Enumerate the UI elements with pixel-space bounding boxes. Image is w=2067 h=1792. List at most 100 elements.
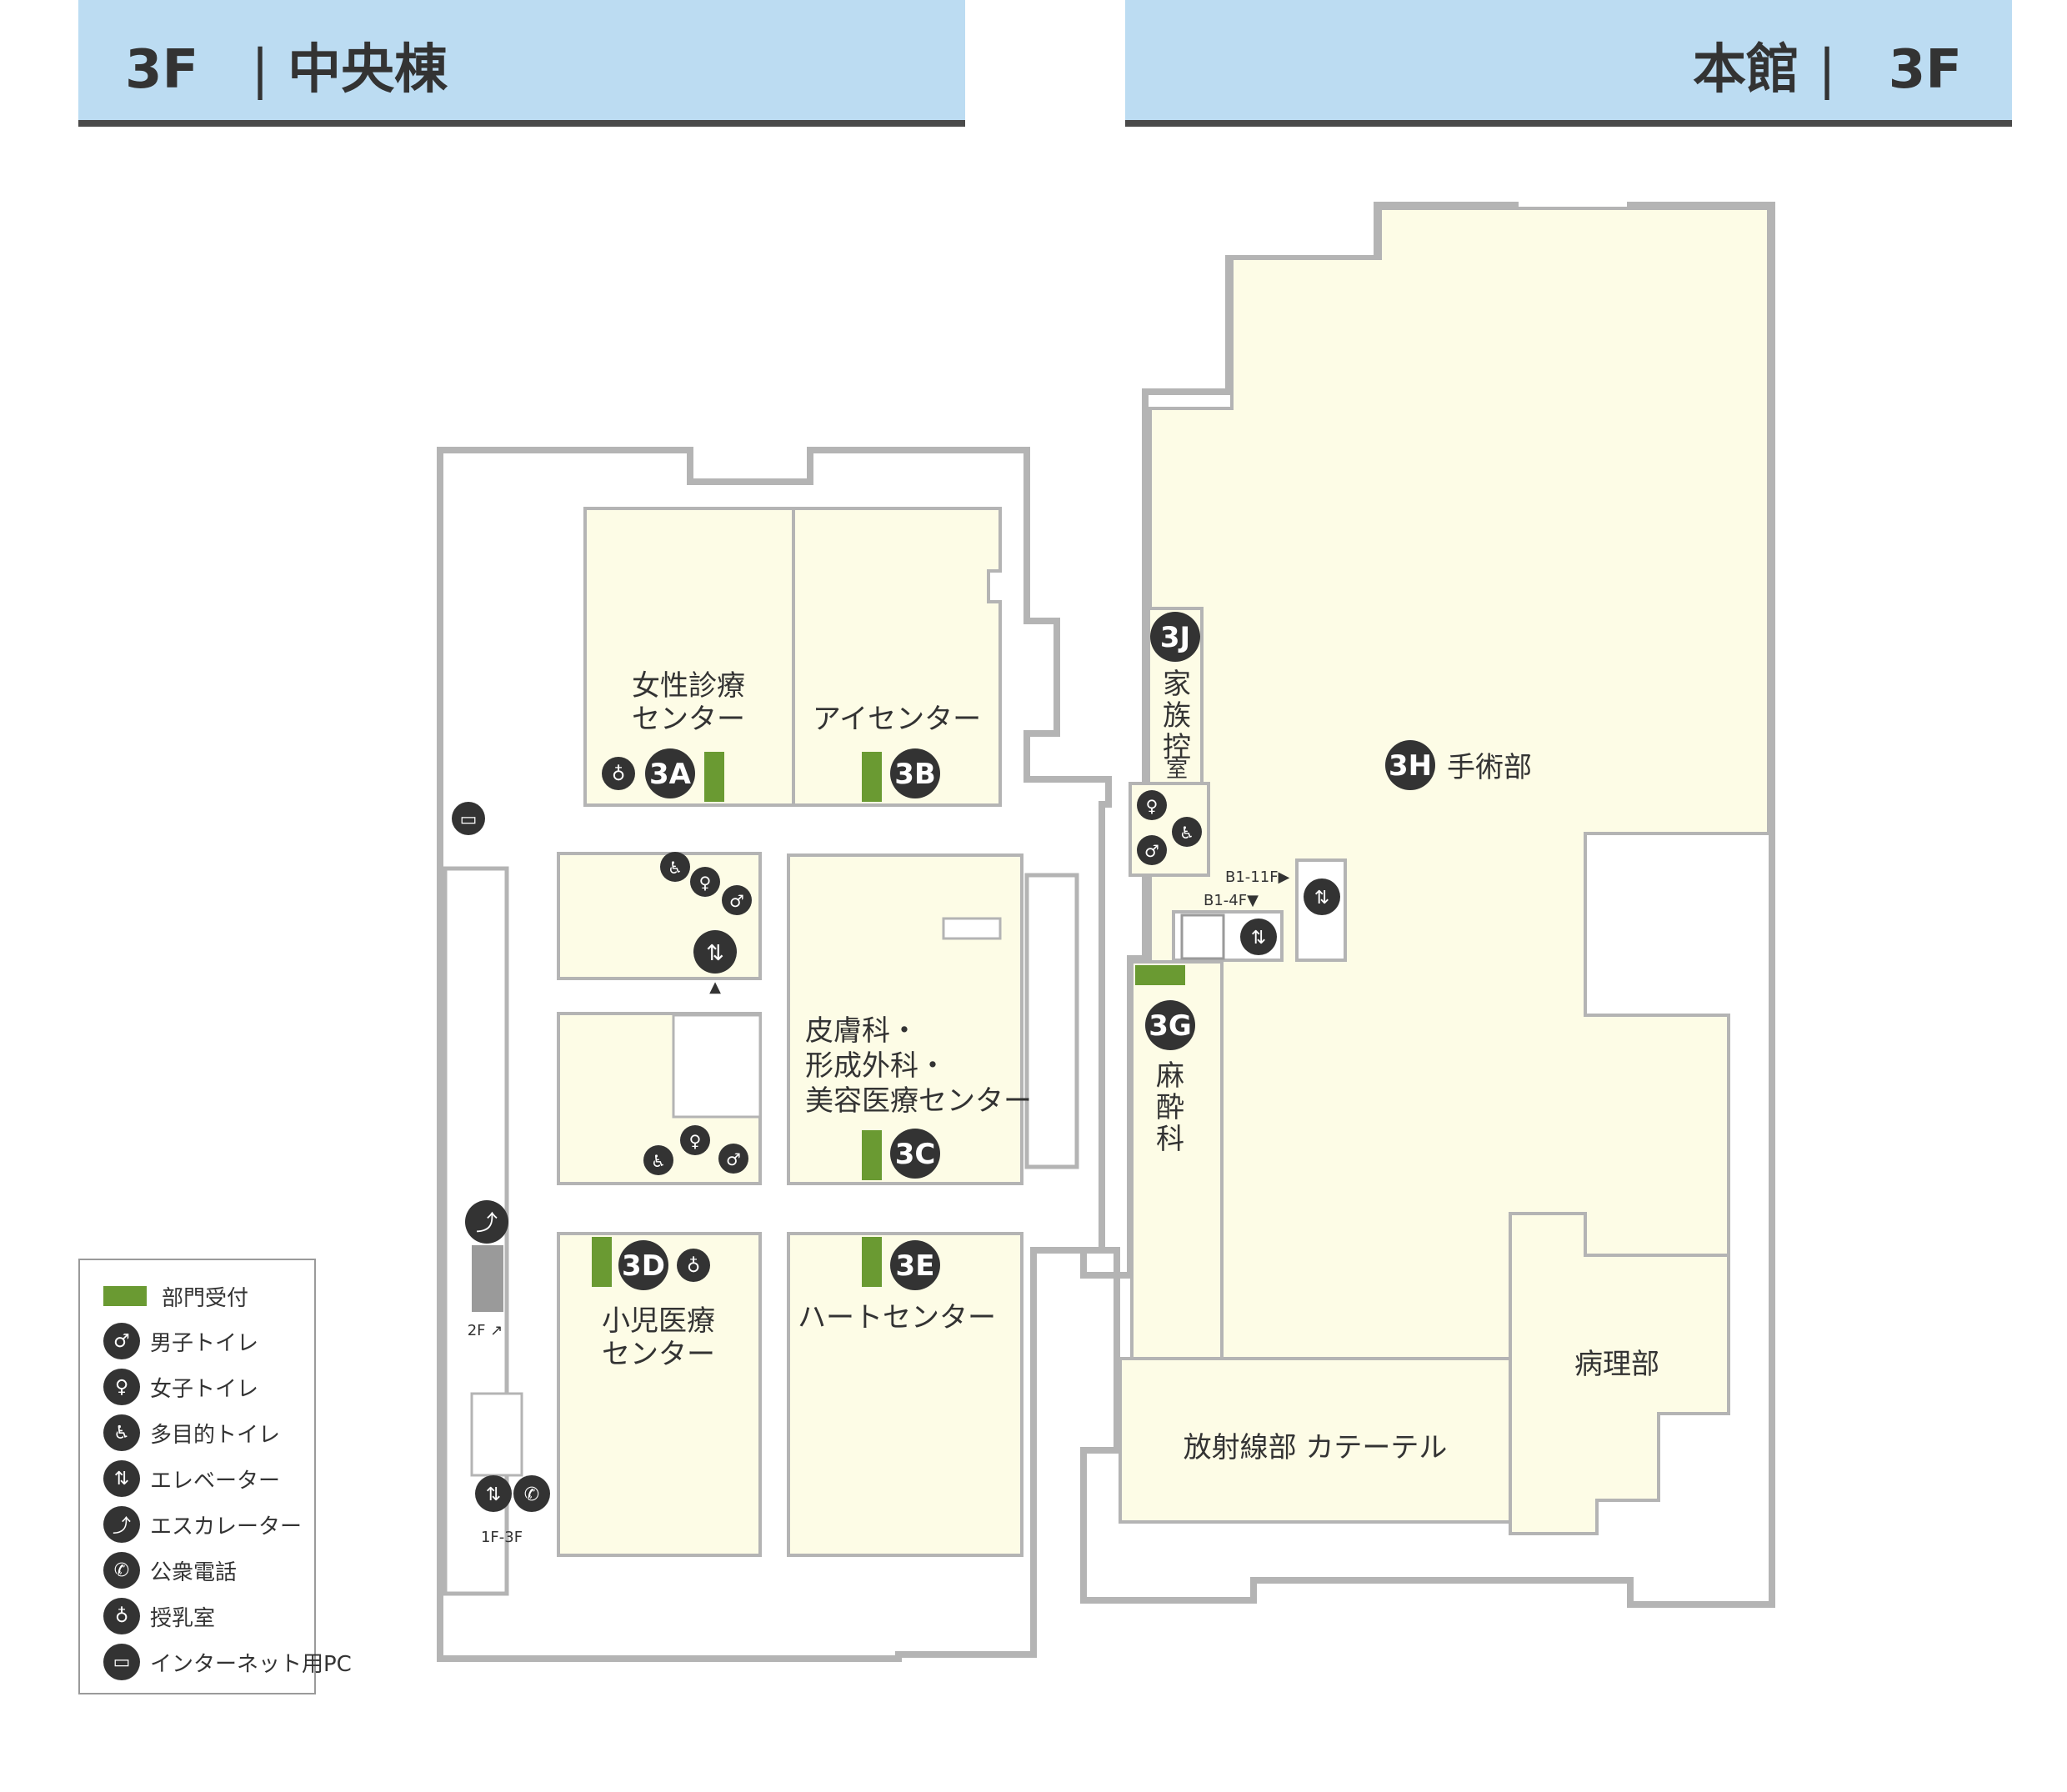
svg-text:♁: ♁ [687,1256,700,1277]
room-3h-name: 手術部 [1447,751,1532,784]
svg-text:⇅: ⇅ [1314,888,1329,909]
elevator-icon[interactable]: ⇅ [1240,919,1277,955]
room-3j-name-char3: 控 [1163,731,1191,764]
central-corridor-core [1024,873,1079,1169]
badge-3g-label: 3G [1149,1009,1192,1043]
room-3e-name: ハートセンター [798,1301,996,1334]
header-left-building: 中央棟 [288,39,448,101]
room-3d-name-line1: 小児医療 [602,1304,715,1338]
reception-3c [862,1130,882,1180]
reception-3g [1135,965,1185,985]
elevator-icon[interactable]: ⇅ [1304,878,1340,915]
legend-item-male-toilet: ♂ 男子トイレ [103,1322,258,1360]
room-3g-name-char1: 麻 [1156,1059,1184,1093]
room-3c-name-line2: 形成外科・ [805,1049,947,1083]
legend-item-accessible-toilet: ♿ 多目的トイレ [103,1414,280,1452]
svg-text:♀: ♀ [689,1131,702,1151]
legend-item-reception: 部門受付 [103,1277,248,1315]
badge-3c: 3C [890,1129,940,1179]
svg-text:♁: ♁ [612,764,625,785]
legend-label: 部門受付 [162,1285,249,1311]
escalator-icon[interactable]: ⤴ [465,1200,508,1244]
male-toilet-icon[interactable]: ♂ [718,1144,748,1174]
svg-text:♿: ♿ [668,858,683,878]
legend-label: 女子トイレ [150,1376,259,1402]
stairs-1f3f-label: 1F-3F [481,1529,523,1546]
room-radiology-name: 放射線部 カテーテル [1184,1431,1448,1464]
svg-text:♀: ♀ [1146,796,1159,816]
room-3e[interactable] [787,1232,1023,1557]
male-toilet-icon: ♂ [103,1323,140,1359]
legend-label: 男子トイレ [150,1330,259,1356]
nursing-room-icon: ♁ [103,1598,140,1634]
room-3a-name-line2: センター [632,703,745,736]
svg-text:⇅: ⇅ [486,1484,501,1505]
badge-3b-label: 3B [894,758,936,791]
male-toilet-icon[interactable]: ♂ [722,885,752,915]
badge-3a: 3A [645,748,695,798]
accessible-toilet-icon: ♿ [103,1414,140,1451]
badge-3a-label: 3A [649,758,692,791]
legend-label: インターネット用PC [150,1651,352,1677]
room-radiology[interactable] [1119,1357,1512,1524]
phone-icon: ✆ [103,1552,140,1589]
internet-pc-icon[interactable]: ▭ [452,802,485,835]
svg-text:♿: ♿ [1179,823,1194,843]
room-pathology[interactable] [1509,1212,1730,1535]
elevator-main-upper-label: B1-11F▶ [1225,868,1290,886]
reception-3a [704,752,724,802]
room-3c-name-line3: 美容医療センター [805,1084,1032,1118]
elevator-icon: ⇅ [103,1460,140,1497]
svg-text:♂: ♂ [1144,841,1159,861]
legend-item-escalator: ⤴ エスカレーター [103,1505,302,1544]
badge-3j: 3J [1150,612,1200,662]
escalator-2f-label: 2F ↗ [468,1322,503,1339]
room-3b-name: アイセンター [813,703,981,736]
female-toilet-icon[interactable]: ♀ [680,1125,710,1155]
female-toilet-icon[interactable]: ♀ [690,867,720,897]
header-banner-left: 3F | 中央棟 [78,0,965,127]
room-3g-name-char2: 酔 [1156,1091,1184,1124]
legend-label: エスカレーター [150,1514,303,1539]
header-left-floor: 3F [125,39,199,101]
svg-text:⤴: ⤴ [476,1211,498,1236]
badge-3b: 3B [890,748,940,798]
badge-3j-label: 3J [1160,621,1190,654]
elevator-icon[interactable]: ⇅ [475,1475,512,1512]
room-3d[interactable] [557,1232,762,1557]
escalator-icon: ⤴ [103,1506,140,1543]
badge-3h: 3H [1385,740,1435,790]
legend-label: 多目的トイレ [150,1422,281,1448]
stairs-1f3f [470,1392,523,1477]
room-3j-name-char4: 室 [1166,758,1188,783]
elevator-central-arrow: ▲ [709,979,721,996]
svg-text:⇅: ⇅ [706,941,724,966]
reception-3e [862,1237,882,1287]
room-3c-name-line1: 皮膚科・ [805,1014,918,1048]
legend: 部門受付 ♂ 男子トイレ ♀ 女子トイレ ♿ 多目的トイレ ⇅ エレベーター ⤴… [78,1259,352,1694]
phone-icon[interactable]: ✆ [513,1475,550,1512]
legend-item-female-toilet: ♀ 女子トイレ [103,1368,258,1406]
elevator-icon[interactable]: ⇅ [693,930,737,974]
accessible-toilet-icon[interactable]: ♿ [643,1145,673,1175]
internet-pc-icon: ▭ [103,1644,140,1680]
badge-3e: 3E [890,1240,940,1290]
room-3a[interactable] [583,507,795,807]
female-toilet-icon[interactable]: ♀ [1137,790,1167,820]
accessible-toilet-icon[interactable]: ♿ [660,852,690,882]
nursing-room-icon[interactable]: ♁ [677,1249,710,1282]
badge-3d-label: 3D [622,1249,665,1283]
room-3a-name-line1: 女性診療 [632,669,745,703]
nursing-room-icon[interactable]: ♁ [602,757,635,790]
room-3b[interactable] [792,507,1002,807]
legend-label: エレベーター [150,1468,281,1494]
room-3g-name-char3: 科 [1156,1123,1184,1156]
header-left-title: 3F | 中央棟 [125,43,448,97]
svg-text:⇅: ⇅ [1251,928,1266,949]
accessible-toilet-icon[interactable]: ♿ [1172,817,1202,847]
badge-3e-label: 3E [896,1249,935,1283]
badge-3g: 3G [1145,1000,1195,1050]
male-toilet-icon[interactable]: ♂ [1137,835,1167,865]
room-3j-name-char2: 族 [1163,699,1191,733]
svg-text:✆: ✆ [524,1484,539,1505]
